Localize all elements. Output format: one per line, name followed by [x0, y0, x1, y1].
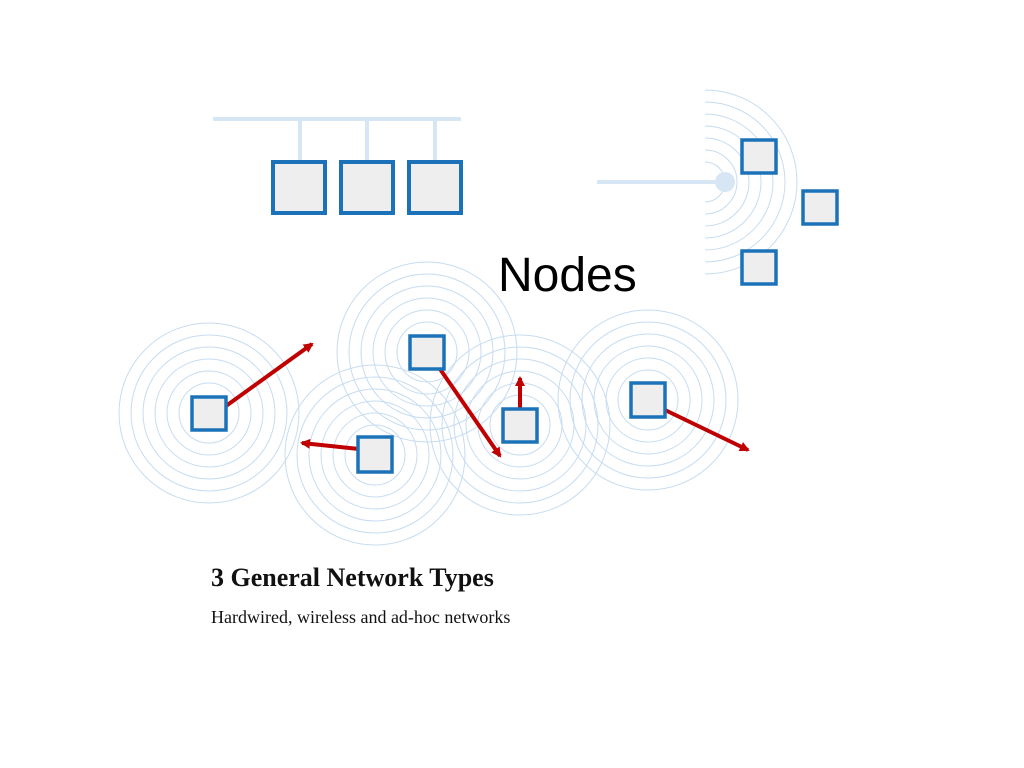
signal-ring	[581, 333, 715, 467]
adhoc-network	[190, 334, 750, 474]
signal-ring	[441, 346, 599, 504]
signal-ring	[605, 357, 691, 443]
wireless-node	[740, 138, 778, 175]
hardwired-network	[213, 117, 463, 215]
signal-ring	[429, 334, 611, 516]
adhoc-signal-rings	[118, 261, 739, 546]
signal-ring	[372, 297, 482, 407]
signal-ring	[348, 273, 506, 431]
signal-ring	[396, 321, 458, 383]
signal-ring	[557, 309, 739, 491]
wired-node	[339, 160, 395, 215]
signal-ring	[296, 376, 454, 534]
signal-arc	[704, 149, 738, 215]
wireless-node	[801, 189, 839, 226]
signal-ring	[320, 400, 430, 510]
signal-ring	[130, 334, 288, 492]
signal-ring	[336, 261, 518, 443]
wired-node	[271, 160, 327, 215]
signal-ring	[308, 388, 442, 522]
signal-ring	[384, 309, 470, 395]
signal-arc	[704, 125, 762, 239]
movement-arrow	[438, 367, 502, 458]
signal-ring	[118, 322, 300, 504]
signal-ring	[453, 358, 587, 492]
wired-node	[407, 160, 463, 215]
wireless-node	[740, 249, 778, 286]
movement-arrow	[664, 408, 750, 452]
slide-subtitle: Hardwired, wireless and ad-hoc networks	[211, 607, 511, 627]
signal-ring	[154, 358, 264, 468]
signal-ring	[142, 346, 276, 480]
adhoc-node	[190, 395, 228, 432]
adhoc-node	[356, 435, 394, 474]
access-point	[715, 172, 735, 192]
movement-arrow	[300, 438, 360, 451]
signal-ring	[569, 321, 727, 479]
slide-title: 3 General Network Types	[211, 563, 494, 592]
signal-arc	[704, 137, 750, 227]
wireless-signal-arcs	[704, 89, 798, 275]
signal-ring	[332, 412, 418, 498]
wireless-network	[597, 89, 839, 286]
signal-ring	[284, 364, 466, 546]
signal-ring	[617, 369, 679, 431]
signal-ring	[178, 382, 240, 444]
diagram-label-nodes: Nodes	[498, 249, 637, 302]
signal-ring	[166, 370, 252, 456]
adhoc-node	[501, 407, 539, 444]
adhoc-node	[629, 381, 667, 419]
signal-arc	[704, 113, 774, 251]
signal-ring	[593, 345, 703, 455]
adhoc-node	[408, 334, 446, 371]
movement-arrow	[224, 342, 314, 408]
